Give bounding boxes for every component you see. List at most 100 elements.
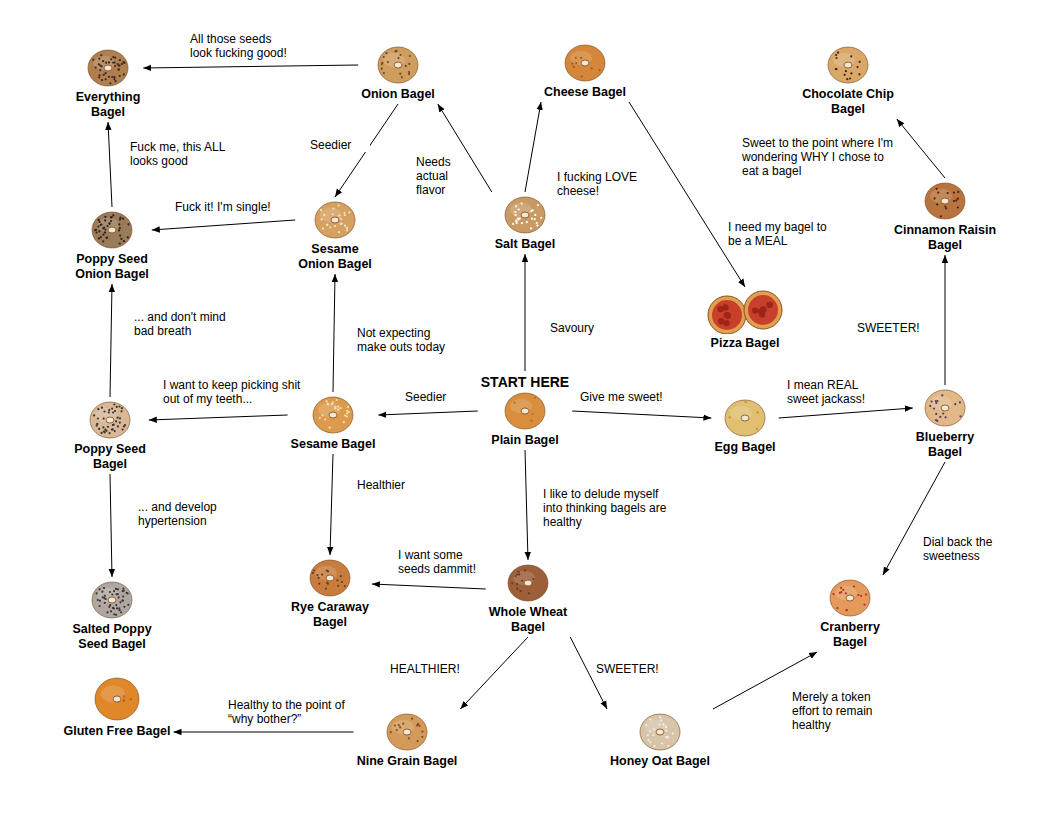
bagel-seed	[531, 218, 533, 220]
bagel-seed	[385, 52, 387, 54]
bagel-seed	[521, 580, 523, 582]
edge-label: Needs actual flavor	[416, 155, 462, 197]
bagel-seed	[119, 235, 121, 237]
bagel-seed	[846, 609, 848, 611]
bagel-shine	[97, 588, 119, 602]
bagel-hole	[656, 729, 664, 735]
bagel-seed	[957, 198, 959, 200]
bagel-body	[725, 400, 765, 436]
pepperoni	[767, 302, 773, 308]
bagel-seed	[92, 59, 94, 61]
bagel-seed	[110, 610, 112, 612]
bagel-seed	[381, 63, 383, 65]
bagel-seed	[516, 573, 518, 575]
bagel-node: START HEREPlain Bagel	[470, 374, 580, 448]
bagel-seed	[97, 408, 99, 410]
bagel-seed	[119, 242, 121, 244]
bagel-seed	[101, 65, 103, 67]
edge-label: I want some seeds dammit!	[398, 548, 484, 576]
bagel-illustration	[376, 45, 420, 85]
bagel-illustration	[826, 45, 870, 85]
pepperoni	[752, 307, 758, 313]
edge-label: Sweet to the point where I'm wondering W…	[742, 136, 902, 178]
bagel-illustration	[506, 563, 550, 603]
bagel-seed	[117, 68, 119, 70]
pepperoni	[760, 306, 766, 312]
bagel-seed	[118, 607, 120, 609]
bagel-seed	[511, 582, 513, 584]
bagel-seed	[108, 76, 110, 78]
edge-label: Seedier	[405, 390, 465, 404]
bagel-seed	[515, 575, 517, 577]
bagel-seed	[108, 222, 110, 224]
edge-label: HEALTHIER!	[390, 662, 470, 676]
bagel-seed	[421, 736, 423, 738]
bagel-seed	[108, 606, 110, 608]
bagel-seed	[123, 606, 125, 608]
bagel-seed	[959, 415, 961, 417]
bagel-seed	[124, 424, 126, 426]
bagel-seed	[100, 236, 102, 238]
bagel-seed	[127, 604, 129, 606]
bagel-seed	[395, 50, 397, 52]
bagel-body	[378, 47, 418, 83]
edge-label: Not expecting make outs today	[357, 326, 457, 354]
bagel-seed	[122, 600, 124, 602]
bagel-body	[565, 45, 605, 81]
bagel-seed	[98, 219, 100, 221]
bagel-seed	[96, 425, 98, 427]
bagel-hole	[581, 60, 589, 66]
bagel-seed	[846, 78, 848, 80]
bagel-seed	[532, 413, 534, 415]
bagel-seed	[115, 604, 117, 606]
bagel-seed	[127, 236, 129, 238]
bagel-seed	[113, 403, 115, 405]
bagel-node: Egg Bagel	[700, 398, 790, 455]
bagel-node: Pizza Bagel	[697, 290, 793, 351]
bagel-seed	[326, 569, 328, 571]
bagel-name: Plain Bagel	[470, 433, 580, 448]
bagel-seed	[103, 226, 105, 228]
bagel-name: Poppy Seed Onion Bagel	[67, 252, 157, 282]
bagel-illustration	[308, 558, 352, 598]
bagel-seed	[526, 221, 528, 223]
bagel-seed	[337, 409, 339, 411]
bagel-seed	[945, 416, 947, 418]
bagel-seed	[104, 229, 106, 231]
bagel-seed	[340, 223, 342, 225]
bagel-shine	[930, 189, 952, 203]
bagel-seed	[316, 574, 318, 576]
bagel-seed	[104, 219, 106, 221]
bagel-seed	[343, 421, 345, 423]
bagel-seed	[96, 231, 98, 233]
bagel-illustration	[90, 580, 134, 620]
bagel-body	[90, 402, 130, 438]
bagel-seed	[312, 572, 314, 574]
bagel-illustration	[923, 181, 967, 221]
bagel-seed	[344, 414, 346, 416]
bagel-seed	[849, 77, 851, 79]
bagel-seed	[99, 74, 101, 76]
bagel-seed	[947, 192, 949, 194]
bagel-seed	[530, 227, 532, 229]
bagel-name: Egg Bagel	[700, 440, 790, 455]
bagel-seed	[101, 432, 103, 434]
bagel-node: Nine Grain Bagel	[342, 712, 472, 769]
flow-arrow	[152, 220, 295, 230]
bagel-shine	[510, 399, 532, 413]
bagel-seed	[327, 403, 329, 405]
edge-label: ... and develop hypertension	[138, 500, 228, 528]
bagel-shine	[513, 571, 535, 585]
bagel-node: Blueberry Bagel	[907, 388, 983, 460]
bagel-node: Honey Oat Bagel	[595, 712, 725, 769]
bagel-seed	[103, 410, 105, 412]
bagel-seed	[102, 60, 104, 62]
bagel-node: Salted Poppy Seed Bagel	[66, 580, 158, 652]
bagel-seed	[327, 583, 329, 585]
bagel-seed	[106, 237, 108, 239]
bagel-node: Gluten Free Bagel	[47, 676, 187, 739]
bagel-seed	[99, 605, 101, 607]
bagel-seed	[935, 400, 937, 402]
bagel-node: Cheese Bagel	[535, 43, 635, 100]
bagel-seed	[940, 215, 942, 217]
